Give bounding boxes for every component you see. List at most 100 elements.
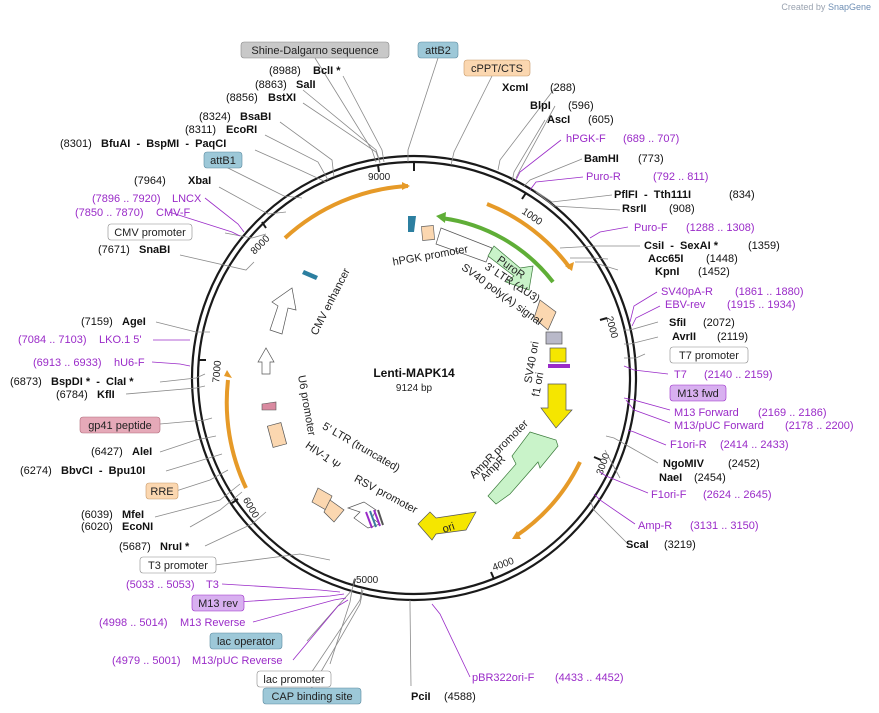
site-14-pos: (6020) [81,521,113,533]
primer-16-range: (5033 .. 5053) [126,579,195,591]
tick-9000: 9000 [368,172,391,183]
site-26-name: AvrII [672,331,696,343]
credit-prefix: Created by [781,2,826,12]
primer-4-name: EBV-rev [665,299,706,311]
tick-6000: 6000 [240,496,261,521]
site-9-pos: (6873) [10,376,42,388]
arc-top-left [283,184,409,240]
credit-label: Created by SnapGene [781,2,871,12]
primer-6-range: (2169 .. 2186) [758,407,827,419]
ori-arrow [417,511,477,541]
primer-1-name: Puro-R [586,171,621,183]
site-11-pos: (6427) [91,446,123,458]
site-25-pos: (2072) [703,317,735,329]
site-17-pos: (596) [568,100,594,112]
site-15-pos: (5687) [119,541,151,553]
site-22-name: CsiI - SexAI * [644,240,719,252]
site-1-pos: (8863) [255,79,287,91]
site-13-pos: (6039) [81,509,113,521]
primer-9-range: (2624 .. 2645) [703,489,772,501]
site-26-pos: (2119) [717,331,748,343]
site-4-name: EcoRI [226,124,257,136]
primer-7-range: (2178 .. 2200) [785,420,854,432]
label-u6: U6 promoter [295,374,317,437]
label-hiv: HIV-1 Ψ [303,439,342,472]
arc-orange-left [224,379,248,489]
primer-17-name: M13 Reverse [180,617,245,629]
site-29-pos: (3219) [664,539,696,551]
lac-promoter-label: lac promoter [263,674,324,686]
site-1-name: SalI [296,79,316,91]
site-4-pos: (8311) [185,124,216,136]
primer-5-name: T7 [674,369,687,381]
site-7-pos: (7671) [98,244,130,256]
arc-green-head [436,212,446,223]
restriction-sites: (8988) BclI * (8863) SalI (8856) BstXI (… [10,65,780,703]
arc-orange-right-head [565,262,574,271]
primer-4-range: (1915 .. 1934) [727,299,796,311]
site-22-pos: (1359) [748,240,780,252]
ltr3-box [533,299,557,331]
ampr-arrow [487,431,559,505]
site-5-name: BfuAI - BspMI - PaqCI [101,138,226,150]
primer-15-range: (6913 .. 6933) [33,357,102,369]
site-24-pos: (1452) [698,266,730,278]
attb1-label: attB1 [210,155,236,167]
puror-arrow [487,245,534,291]
site-6-pos: (7964) [134,175,166,187]
primer-5-range: (2140 .. 2159) [704,369,773,381]
credit-brand: SnapGene [827,2,871,12]
site-23-name: Acc65I [648,253,683,265]
site-2-pos: (8856) [226,92,258,104]
primer-10-name: Amp-R [638,520,672,532]
lac-operator-label: lac operator [217,636,275,648]
site-21-name: RsrII [622,203,646,215]
center-title: Lenti-MAPK14 9124 bp [373,366,455,394]
site-12-name: BbvCI - Bpu10I [61,465,145,477]
site-27-pos: (2452) [728,458,760,470]
primer-0-name: hPGK-F [566,133,606,145]
u6-promoter-arrow [257,347,275,375]
lac-cluster-marks [365,509,384,529]
primer-13-range: (7850 .. 7870) [75,207,144,219]
primer-12-name: LNCX [172,193,202,205]
arc-orange-left-head [224,370,232,378]
site-19-name: BamHI [584,153,619,165]
f1ori-arrow [540,383,573,429]
site-18-pos: (605) [588,114,614,126]
tick-8000: 8000 [249,233,273,257]
primer-14-range: (7084 .. 7103) [18,334,87,346]
site-18-name: AscI [547,114,570,126]
site-8-name: AgeI [122,316,146,328]
site-28-pos: (2454) [694,472,726,484]
plasmid-size: 9124 bp [396,383,433,394]
primer-15-name: hU6-F [114,357,145,369]
primer-14-name: LKO.1 5' [99,334,141,346]
site-6-name: XbaI [188,175,211,187]
m13-fwd-label: M13 fwd [677,388,719,400]
label-hpgk-promoter: hPGK promoter [392,243,470,268]
site-30-pos: (4588) [444,691,476,703]
site-14-name: EcoNI [122,521,153,533]
site-30-name: PciI [411,691,431,703]
tick-2000: 2000 [603,315,619,340]
primer-8-range: (2414 .. 2433) [720,439,789,451]
primer-16-name: T3 [206,579,219,591]
primer-18-range: (4979 .. 5001) [112,655,181,667]
primer-11-range: (4433 .. 4452) [555,672,624,684]
primer-0-range: (689 .. 707) [623,133,679,145]
tick-3000: 3000 [595,451,613,476]
feature-arcs [224,182,582,539]
site-0-name: BclI * [313,65,341,77]
shine-dalgarno-label: Shine-Dalgarno sequence [251,45,378,57]
site-10-pos: (6784) [56,389,88,401]
primer-2-name: Puro-F [634,222,668,234]
site-16-name: XcmI [502,82,528,94]
leader-lines [125,57,659,697]
cmv-enhancer-arrow [269,287,297,335]
primer-8-name: F1ori-R [670,439,707,451]
arc-top-left-head [402,182,410,190]
sv40ori-box [549,347,567,363]
rre-label: RRE [150,486,173,498]
